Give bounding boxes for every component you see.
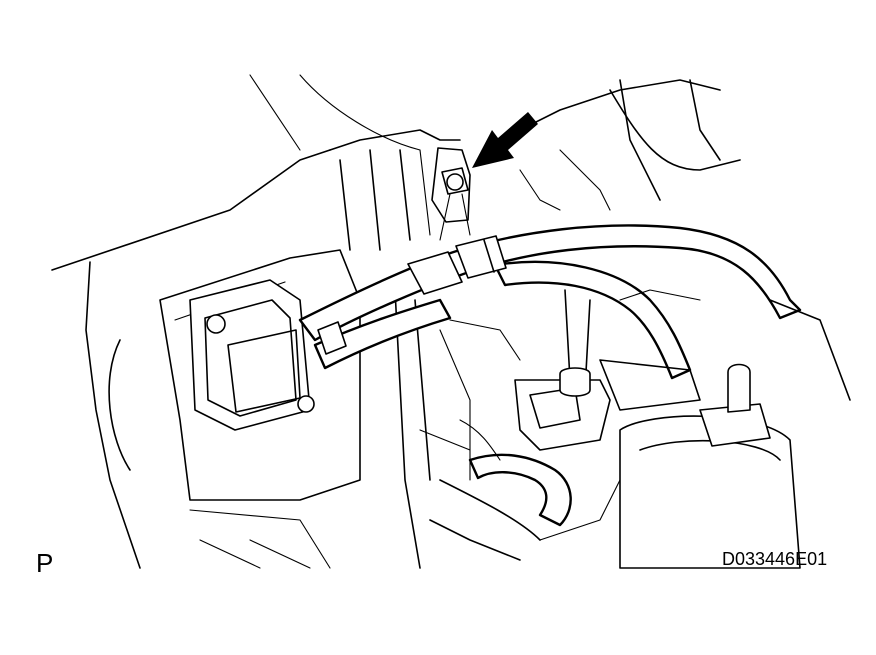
arrow-pointer-icon: [472, 112, 538, 168]
engine-components: [514, 79, 851, 569]
lower-pipes: [419, 419, 621, 561]
connector-cover: [189, 279, 315, 431]
view-label: P: [36, 548, 54, 578]
firewall-structure: [329, 129, 521, 569]
figure-code: D033446E01: [722, 549, 828, 569]
wire-harness: [298, 224, 802, 380]
clamp-bolt: [431, 147, 471, 241]
